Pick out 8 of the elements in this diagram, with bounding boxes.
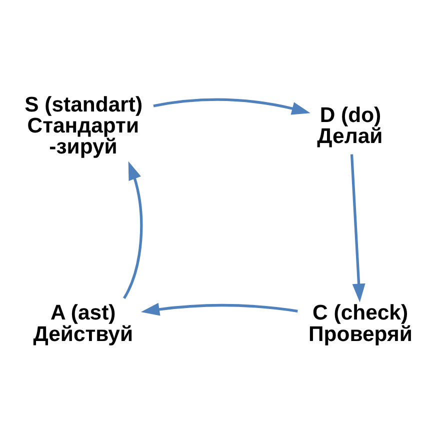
arrow [140,302,298,316]
node-text: A (ast) Действуй [33,301,134,346]
arrow [153,98,310,114]
node-text: C (check) Проверяй [308,301,412,346]
arrow [122,160,143,298]
arrow [350,154,366,302]
node-text: S (standart) Стандарти -зируй [24,92,143,158]
node-text: D (do) Делай [317,103,383,148]
